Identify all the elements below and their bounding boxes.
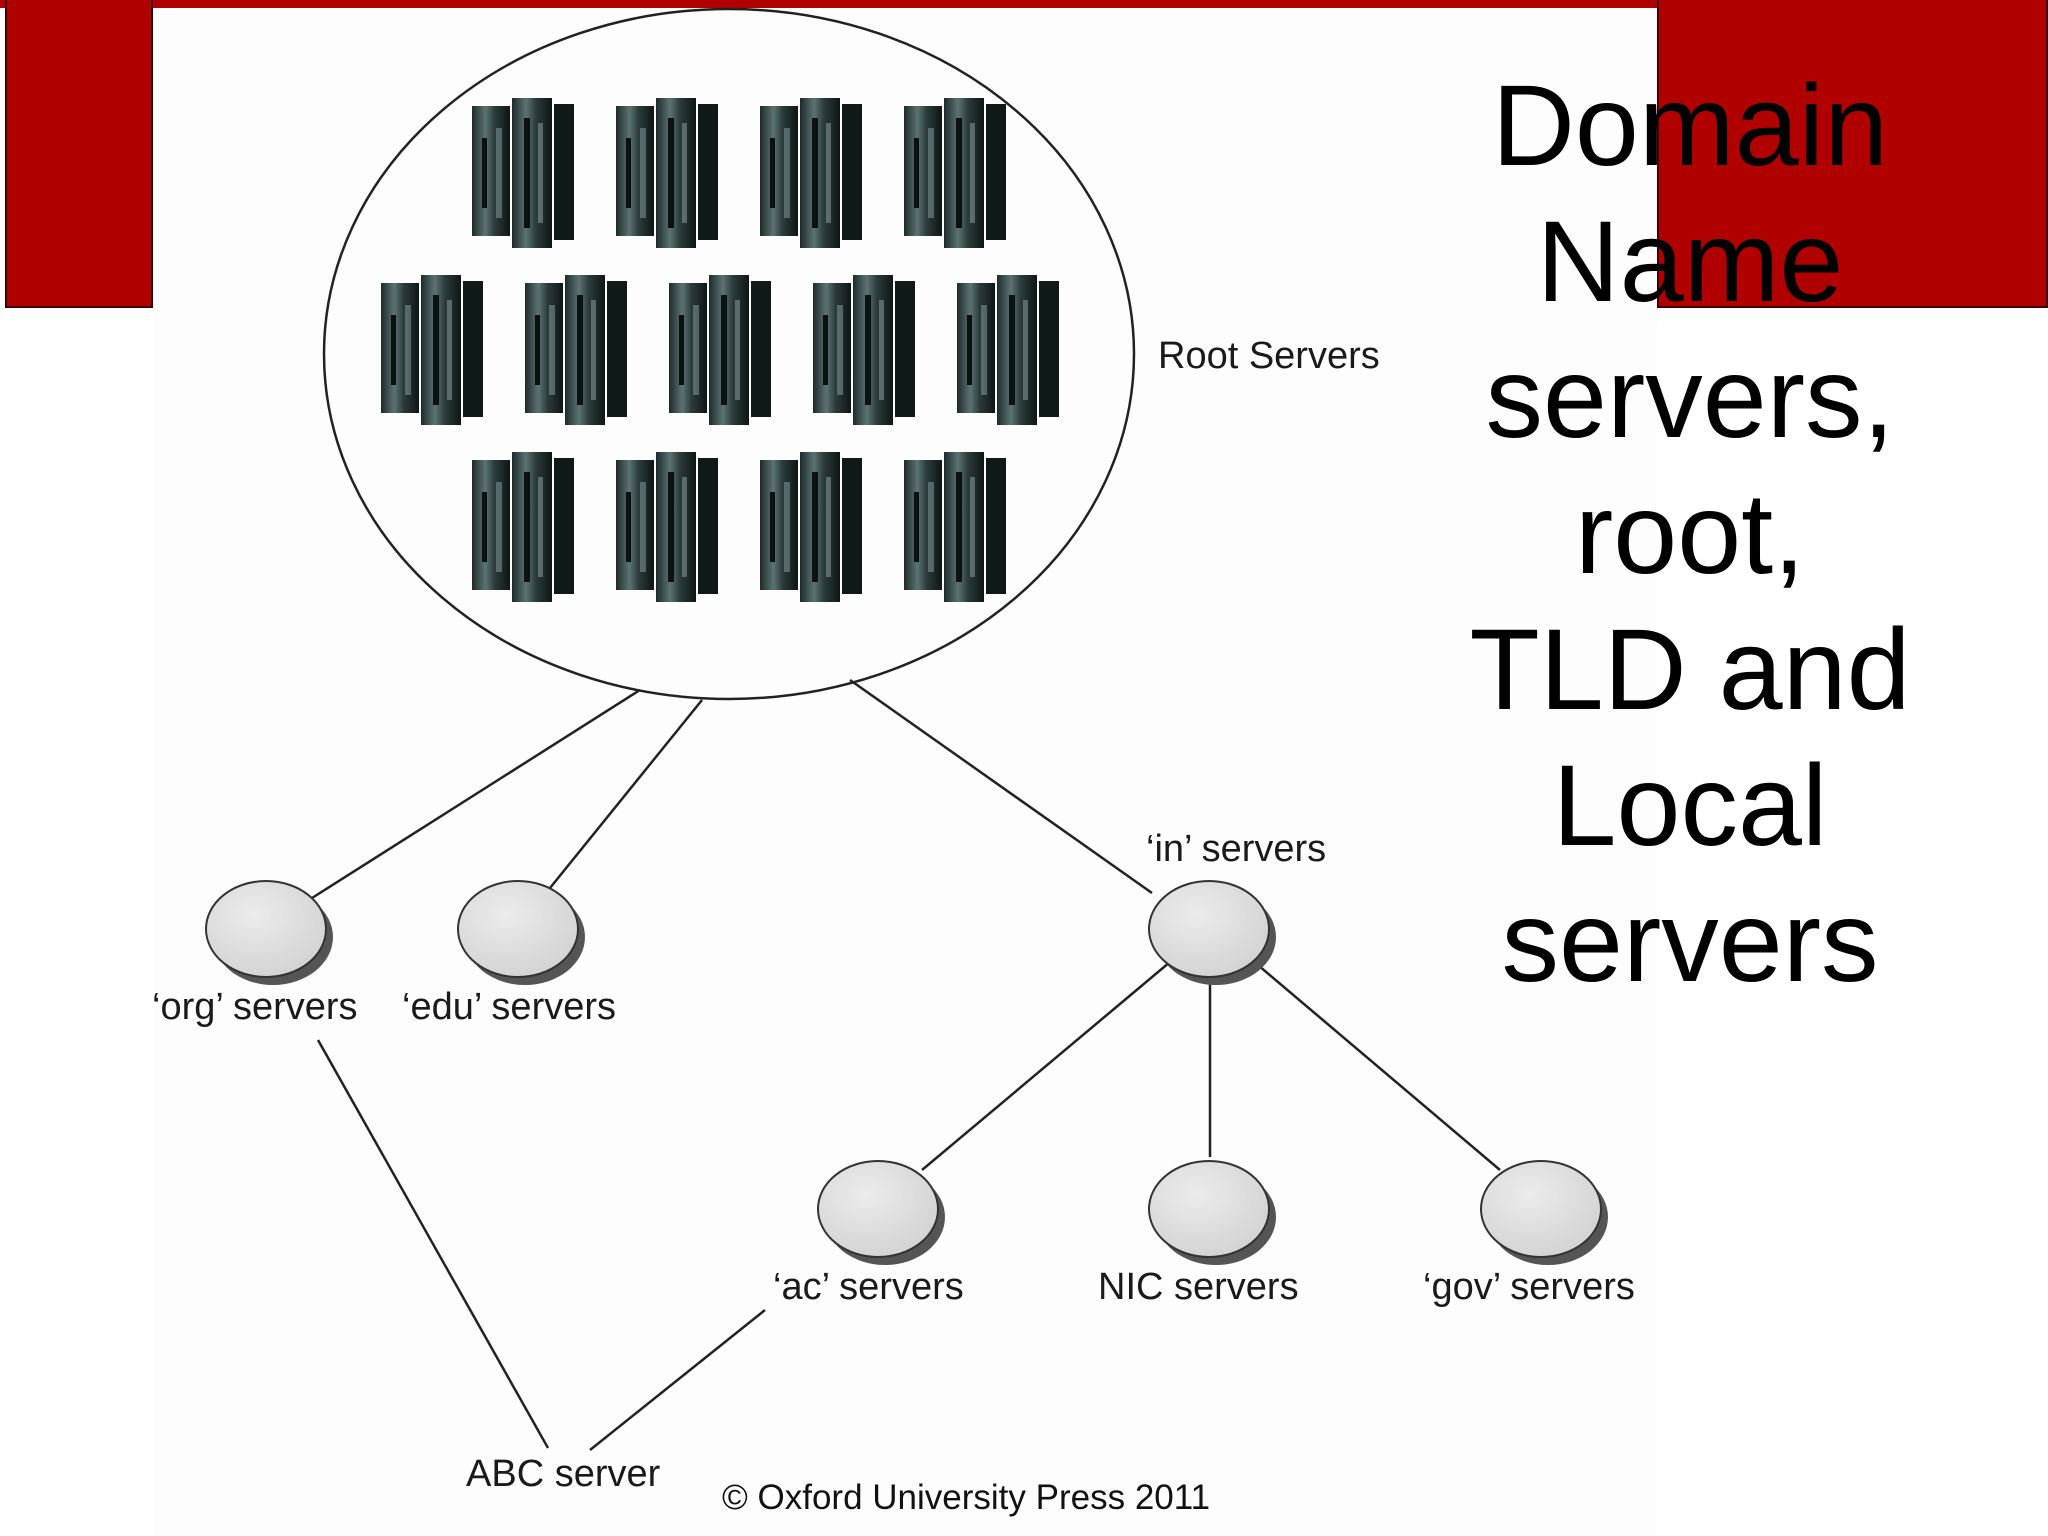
server-rack-icon [760, 452, 862, 602]
server-rack-icon [904, 98, 1006, 248]
root-servers-oval [322, 7, 1136, 701]
nic-server-node [1148, 1160, 1270, 1258]
title-line: servers, [1485, 334, 1895, 462]
edge-root-org [311, 688, 641, 900]
edu-servers-label: ‘edu’ servers [402, 986, 617, 1028]
right-accent-block [1657, 0, 2048, 308]
tld-nodes [205, 880, 1608, 1265]
slide-content-area [153, 8, 1657, 1536]
title-line: root, [1574, 470, 1806, 598]
title-line: Domain [1491, 62, 1889, 190]
abc-server-label: ABC server [466, 1453, 661, 1495]
tree-connector-lines [311, 678, 1501, 1451]
edge-in-ac [921, 961, 1171, 1171]
server-rack-icon [616, 452, 718, 602]
title-line: TLD and [1469, 606, 1911, 734]
org-servers-label: ‘org’ servers [152, 986, 358, 1028]
left-accent-block [5, 0, 153, 308]
edge-root-in [849, 678, 1153, 895]
gov-server-node [1480, 1160, 1602, 1258]
root-server-icons [381, 98, 1059, 602]
gov-servers-label: ‘gov’ servers [1423, 1266, 1635, 1308]
server-rack-icon [472, 452, 574, 602]
edge-org-abc [316, 1039, 550, 1449]
title-line: Name [1536, 198, 1844, 326]
server-rack-icon [760, 98, 862, 248]
edge-root-edu [549, 699, 703, 889]
ac-servers-label: ‘ac’ servers [773, 1266, 964, 1308]
root-servers-label: Root Servers [1158, 335, 1380, 377]
top-accent-band [0, 0, 2048, 8]
in-servers-label: ‘in’ servers [1146, 828, 1327, 870]
server-rack-icon [904, 452, 1006, 602]
copyright-footer: © Oxford University Press 2011 [722, 1478, 1211, 1517]
edge-ac-abc [589, 1309, 766, 1451]
server-rack-icon [813, 275, 915, 425]
slide-title: Domain Name servers, root, TLD and Local… [1440, 58, 1940, 1010]
edu-server-node [457, 880, 579, 978]
server-rack-icon [525, 275, 627, 425]
server-rack-icon [472, 98, 574, 248]
server-rack-icon [669, 275, 771, 425]
server-rack-icon [616, 98, 718, 248]
server-rack-icon [957, 275, 1059, 425]
edge-in-gov [1251, 959, 1501, 1171]
title-line: Local [1552, 742, 1828, 870]
ac-server-node [817, 1160, 939, 1258]
title-line: servers [1501, 878, 1879, 1006]
in-server-node [1148, 880, 1270, 978]
server-rack-icon [381, 275, 483, 425]
org-server-node [205, 880, 327, 978]
nic-servers-label: NIC servers [1098, 1266, 1299, 1308]
